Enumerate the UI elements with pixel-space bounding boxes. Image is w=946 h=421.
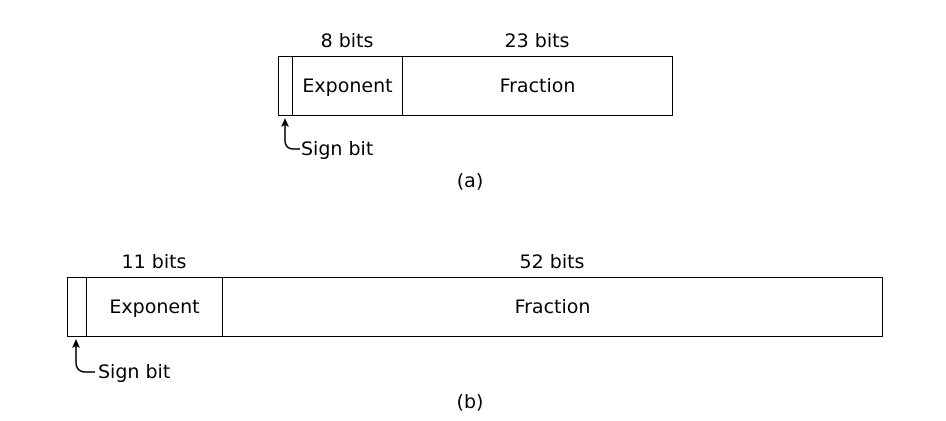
format-a-sign-arrow: [281, 118, 300, 150]
format-a-fraction-bits-label: 23 bits: [504, 30, 570, 52]
format-b-caption: (b): [456, 391, 484, 413]
format-b-exponent-field: Exponent: [86, 278, 222, 336]
format-a-exponent-bits-label: 8 bits: [320, 30, 374, 52]
format-b-fraction-label: Fraction: [514, 296, 591, 318]
format-b-fraction-field: Fraction: [222, 278, 882, 336]
format-a-fraction-field: Fraction: [402, 57, 672, 115]
format-b-fraction-bits-label: 52 bits: [519, 251, 585, 273]
format-b-sign-bit-label: Sign bit: [98, 361, 171, 383]
format-a-fraction-label: Fraction: [499, 75, 576, 97]
format-b-register: Exponent Fraction: [67, 277, 883, 337]
format-a-exponent-label: Exponent: [302, 75, 393, 97]
format-a-caption: (a): [456, 170, 484, 192]
format-b-exponent-label: Exponent: [109, 296, 200, 318]
format-a-register: Exponent Fraction: [278, 56, 673, 116]
format-a-exponent-field: Exponent: [292, 57, 402, 115]
format-a-sign-bit-label: Sign bit: [301, 138, 374, 160]
format-b-sign-field: [68, 278, 86, 336]
format-b-exponent-bits-label: 11 bits: [121, 251, 187, 273]
format-a-sign-field: [279, 57, 292, 115]
format-b-sign-arrow: [72, 339, 95, 373]
